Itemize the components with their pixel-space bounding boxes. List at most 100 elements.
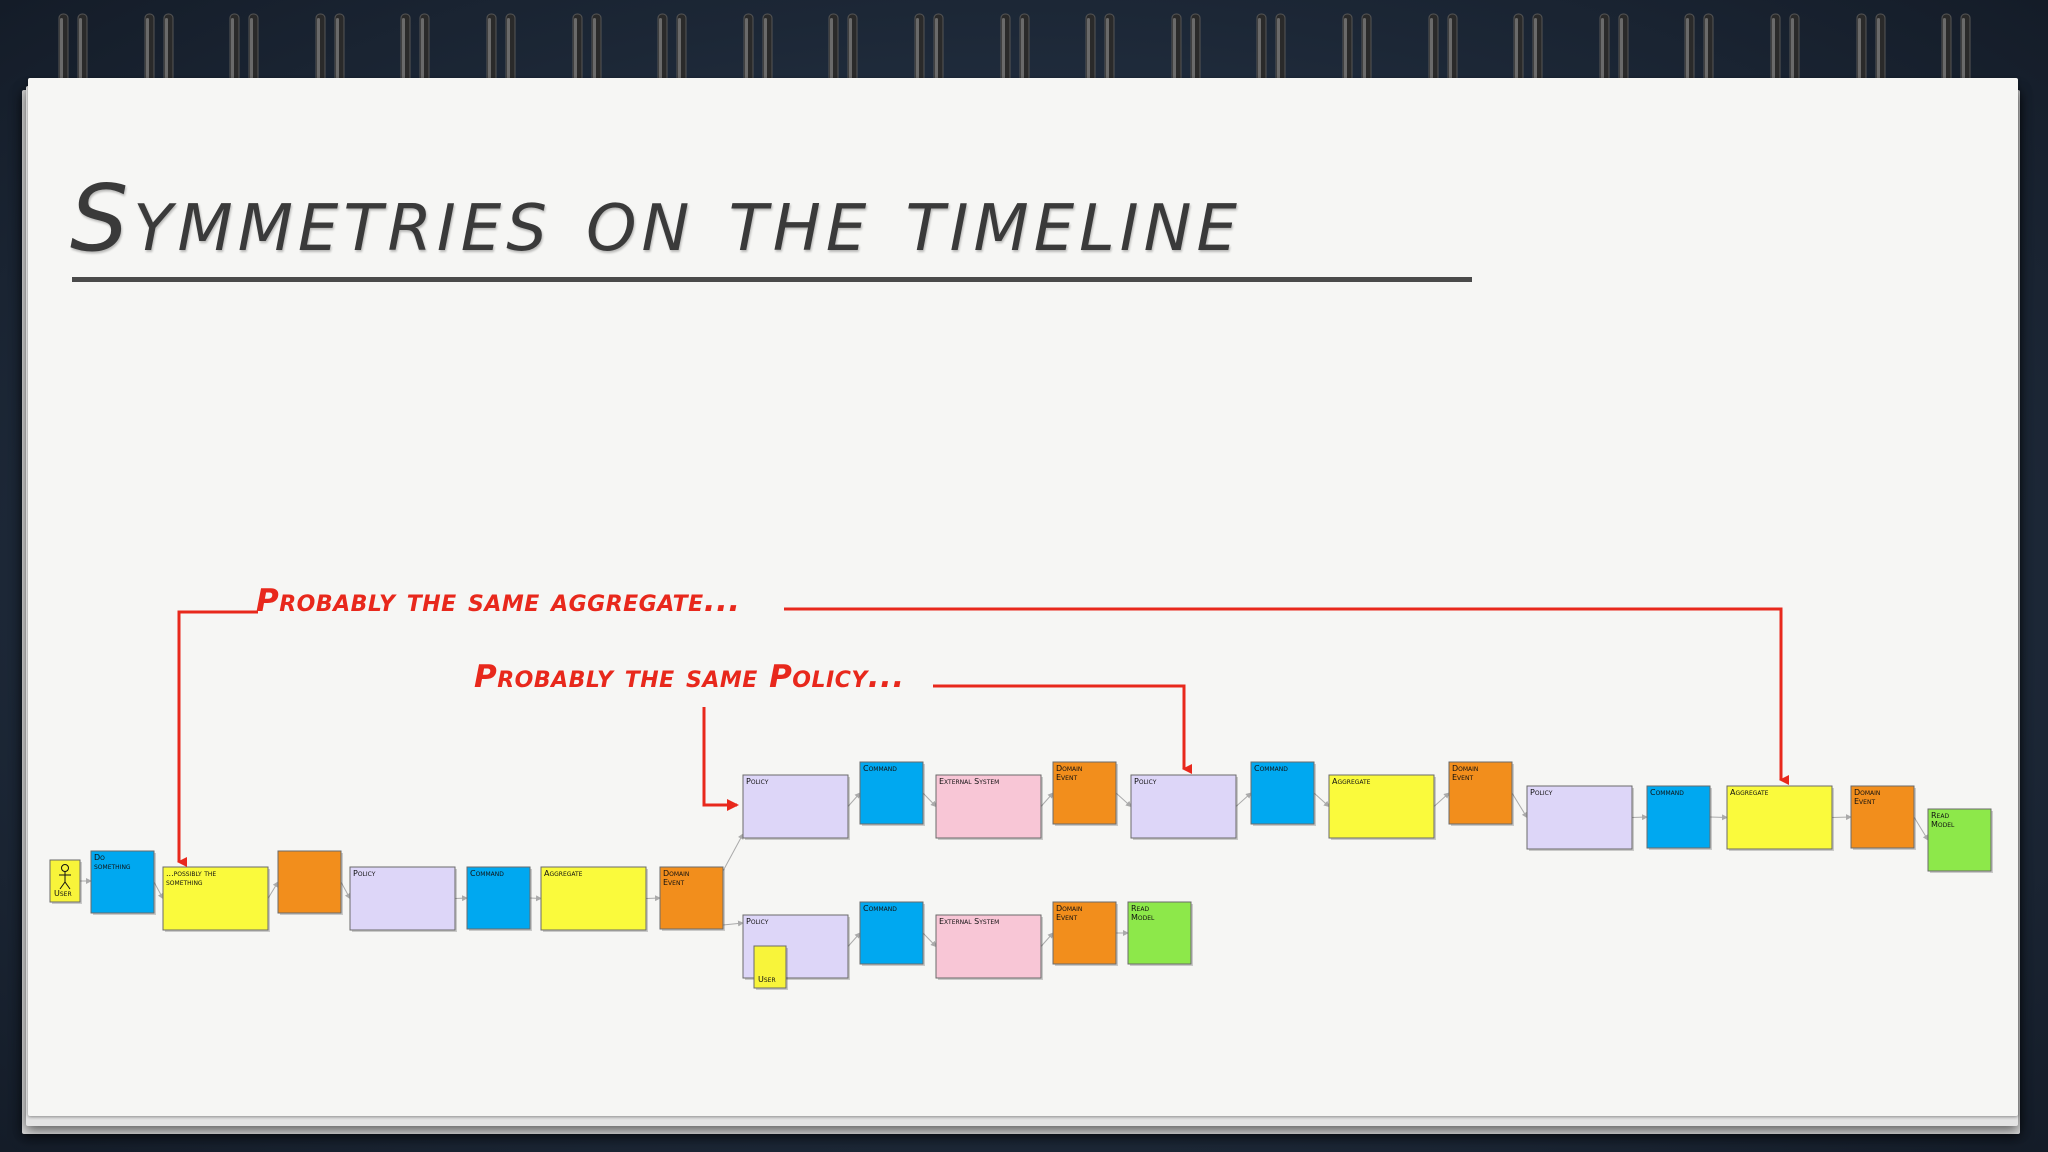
sticky-label: Aggregate [1730, 788, 1769, 797]
flow-connectors [80, 792, 1929, 948]
policy-annotation: Probably the same Policy... [474, 659, 905, 695]
sticky-label: Aggregate [544, 869, 583, 878]
sticky-note-event [1448, 761, 1513, 825]
sticky-label: Command [863, 764, 897, 773]
sticky-note-read_model [1127, 901, 1192, 965]
sticky-label: User [758, 975, 776, 984]
sticky-label: Policy [1134, 777, 1157, 786]
sticky-label: Policy [746, 917, 769, 926]
sticky-label: External System [939, 917, 999, 926]
sticky-label: Policy [353, 869, 376, 878]
annotation-arrows [177, 607, 1789, 867]
sticky-event-1 [277, 850, 343, 915]
sticky-note-command [1250, 761, 1315, 825]
sticky-label: External System [939, 777, 999, 786]
flow-connector [847, 932, 861, 947]
sticky-note-policy [1130, 774, 1237, 839]
sticky-note-external [935, 774, 1042, 839]
sticky-note-command [466, 866, 531, 930]
branch-connector [722, 920, 744, 927]
flow-connector [922, 932, 937, 948]
flow-connector [1831, 814, 1852, 821]
sticky-note-aggregate [1328, 774, 1435, 839]
sticky-label: Command [470, 869, 504, 878]
aggregate-arrow-right [784, 607, 1789, 785]
sticky-note-aggregate [540, 866, 647, 931]
aggregate-annotation: Probably the same aggregate... [256, 583, 741, 619]
flow-connector [1631, 814, 1648, 821]
policy-arrow-right [933, 684, 1192, 774]
policy-arrow-left [702, 707, 739, 811]
sticky-label: Command [863, 904, 897, 913]
flow-connector [1040, 932, 1054, 947]
sticky-label: Aggregate [1332, 777, 1371, 786]
sticky-command-upper-2: Command [1250, 761, 1316, 826]
sticky-note-policy [349, 866, 456, 931]
sticky-note-command [1646, 785, 1711, 849]
sticky-command-lower: Command [859, 901, 925, 966]
sticky-aggregate-upper: Aggregate [1328, 774, 1436, 840]
sticky-label: Policy [746, 777, 769, 786]
title-underline [72, 277, 1472, 282]
sticky-note-event [1052, 761, 1117, 825]
sticky-command-upper-3: Command [1646, 785, 1712, 850]
flow-connector [1115, 792, 1132, 808]
sticky-policy-upper-1: Policy [742, 774, 850, 840]
flow-connector [1511, 792, 1528, 819]
sticky-label: Command [1254, 764, 1288, 773]
branch-connector [722, 833, 744, 872]
sticky-policy-upper-3: Policy [1526, 785, 1634, 851]
flow-connector [153, 881, 164, 900]
sticky-label: Command [1650, 788, 1684, 797]
sticky-note-command [90, 850, 155, 914]
sticky-aggregate-2: Aggregate [540, 866, 648, 932]
sticky-note-aggregate [1726, 785, 1833, 850]
sticky-user-2: User [753, 945, 788, 990]
flow-connector [267, 881, 279, 899]
sticky-note-event [277, 850, 342, 914]
sticky-external-upper: External System [935, 774, 1043, 840]
sticky-note-read_model [1927, 808, 1992, 872]
sticky-label: User [54, 889, 72, 898]
flow-connector [645, 895, 661, 902]
sticky-note-event [1850, 785, 1915, 849]
sticky-label: Policy [1530, 788, 1553, 797]
sticky-external-lower: External System [935, 914, 1043, 980]
flow-connector [1040, 792, 1054, 807]
sticky-note-event [1052, 901, 1117, 965]
sticky-note-policy [1526, 785, 1633, 850]
sticky-note-aggregate [162, 866, 269, 931]
flow-connector [340, 881, 351, 900]
flow-connector [1235, 792, 1252, 807]
slide-title: Symmetries on the timeline [70, 165, 1242, 272]
flow-connector [1913, 816, 1929, 841]
sticky-command-2: Command [466, 866, 532, 931]
sticky-note-policy [742, 774, 849, 839]
flow-connector [922, 792, 937, 808]
flow-connector [529, 895, 542, 902]
sticky-command-upper-1: Command [859, 761, 925, 826]
sticky-note-command [859, 761, 924, 825]
flow-connector [847, 792, 861, 807]
sticky-note-event [659, 866, 724, 930]
sticky-user-1: User [49, 859, 82, 904]
